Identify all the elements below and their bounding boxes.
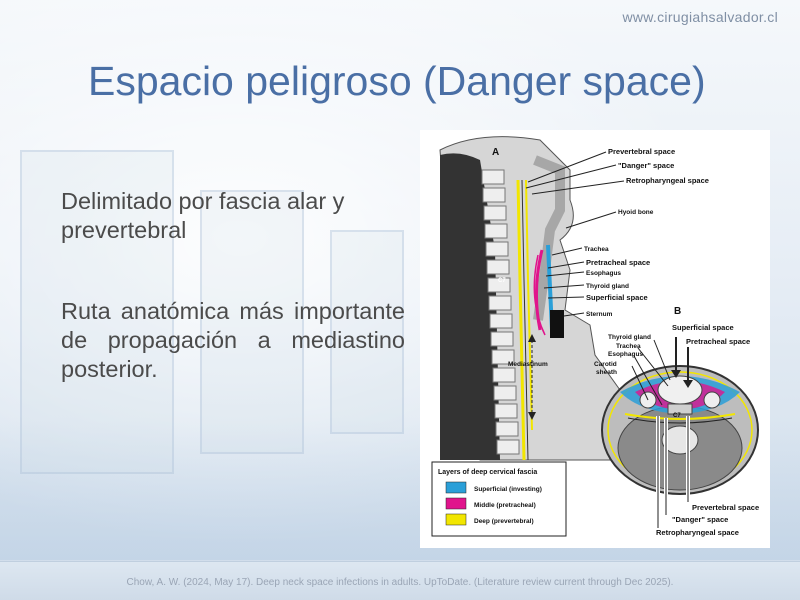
label-retropharyngeal-space-axial: Retropharyngeal space [656, 528, 739, 537]
label-superficial-space: Superficial space [586, 293, 648, 302]
legend-title: Layers of deep cervical fascia [438, 469, 537, 476]
label-thyroid-gland-axial: Thyroid gland [608, 334, 651, 341]
vertebral-column [481, 169, 520, 455]
label-danger-space-axial: "Danger" space [672, 515, 728, 524]
deep-fascia-line [516, 179, 526, 461]
label-esophagus-axial: Esophagus [608, 351, 643, 358]
paragraph-route: Ruta anatómica más importante de propaga… [61, 298, 405, 382]
slide-title: Espacio peligroso (Danger space) [88, 58, 706, 104]
label-danger-space: "Danger" space [618, 161, 674, 170]
fascia-legend: Layers of deep cervical fascia Superfici… [431, 461, 567, 537]
label-superficial-space-axial: Superficial space [672, 323, 734, 332]
label-hyoid-bone: Hyoid bone [618, 209, 654, 216]
label-trachea-axial: Trachea [616, 343, 641, 350]
label-retropharyngeal-space: Retropharyngeal space [626, 176, 709, 185]
label-esophagus: Esophagus [586, 270, 621, 277]
panel-a-label: A [492, 147, 499, 158]
legend-label-superficial: Superficial (investing) [474, 486, 542, 493]
background-building-shape [20, 150, 174, 474]
label-prevertebral-space-axial: Prevertebral space [692, 503, 759, 512]
legend-label-deep: Deep (prevertebral) [474, 518, 534, 525]
label-sheath-axial: sheath [596, 369, 617, 376]
label-c7-axial: C7 [673, 413, 681, 419]
background-building-shape [200, 190, 304, 454]
anatomy-figure: A Prevertebral space "Danger" space Retr… [420, 130, 770, 548]
legend-swatch-deep [445, 513, 467, 526]
legend-swatch-superficial [445, 481, 467, 494]
sagittal-section [439, 136, 625, 461]
legend-swatch-middle [445, 497, 467, 510]
label-c7-sagittal: C7 [498, 278, 506, 284]
website-url: www.cirugiahsalvador.cl [622, 9, 778, 25]
panel-b-label: B [674, 306, 681, 317]
sternum-shape [550, 310, 564, 338]
label-thyroid-gland: Thyroid gland [586, 283, 629, 290]
background-building-shape [330, 230, 404, 434]
paragraph-fascia: Delimitado por fascia alar y prevertebra… [61, 188, 345, 243]
label-trachea: Trachea [584, 246, 609, 253]
label-pretracheal-space-axial: Pretracheal space [686, 337, 750, 346]
legend-label-middle: Middle (pretracheal) [474, 502, 536, 509]
label-prevertebral-space: Prevertebral space [608, 147, 675, 156]
label-mediastinum: Mediastinum [508, 361, 548, 368]
label-carotid-axial: Carotid [594, 361, 617, 368]
axial-section [601, 337, 759, 528]
footer-bar [0, 561, 800, 600]
label-sternum: Sternum [586, 311, 613, 318]
citation-text: Chow, A. W. (2024, May 17). Deep neck sp… [126, 577, 674, 588]
label-pretracheal-space: Pretracheal space [586, 258, 650, 267]
anatomy-diagram: A Prevertebral space "Danger" space Retr… [431, 136, 759, 537]
